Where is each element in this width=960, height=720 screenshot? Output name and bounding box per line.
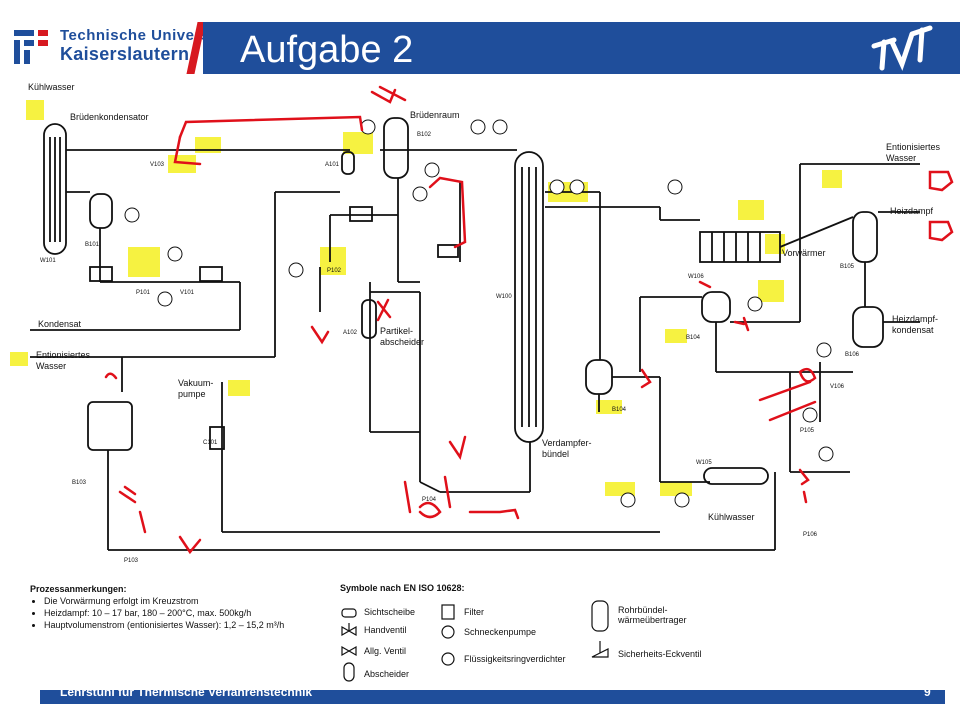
pid-drawing — [10, 85, 954, 555]
label-kuehlwasser-bottom: Kühlwasser — [708, 512, 755, 522]
label-v101: V101 — [180, 290, 195, 296]
remark-item: Die Vorwärmung erfolgt im Kreuzstrom — [44, 595, 330, 607]
label-vorwaermer: Vorwärmer — [782, 248, 826, 258]
instrument-bubbles — [124, 119, 834, 508]
label-b105: B105 — [840, 264, 855, 270]
label-c101: C101 — [203, 440, 218, 446]
university-name-line2: Kaiserslautern — [60, 44, 190, 64]
red-annotations — [104, 85, 954, 555]
symbol-legend: Symbole nach EN ISO 10628: Sichtscheibe … — [340, 583, 740, 693]
fluessigkeitsringverdichter-icon — [441, 652, 455, 666]
legend-allg-ventil: Allg. Ventil — [364, 646, 407, 656]
page-number: 9 — [924, 685, 931, 699]
label-v103: V103 — [150, 162, 165, 168]
label-a102: A102 — [343, 330, 358, 336]
label-w100: W100 — [496, 294, 512, 300]
ventil-icon — [341, 645, 357, 657]
label-p104: P104 — [422, 497, 437, 503]
title-bar — [203, 22, 960, 74]
abscheider-icon — [343, 662, 355, 682]
label-v106: V106 — [830, 384, 845, 390]
footer-bar — [40, 690, 945, 704]
label-vakuumpumpe: Vakuum- pumpe — [178, 378, 214, 399]
sicherheitsventil-icon — [591, 641, 609, 658]
label-b104-mid: B104 — [612, 407, 627, 413]
legend-filter: Filter — [464, 607, 484, 617]
symbol-legend-title: Symbole nach EN ISO 10628: — [340, 583, 465, 593]
b103-tank — [87, 401, 133, 451]
legend-abscheider: Abscheider — [364, 669, 410, 679]
page-title: Aufgabe 2 — [240, 29, 414, 71]
label-b101: B101 — [85, 242, 100, 248]
filter-icon — [441, 604, 455, 620]
yellow-highlights — [10, 100, 842, 496]
label-bruedenkondensator: Brüdenkondensator — [70, 112, 149, 122]
legend-schneckenpumpe: Schneckenpumpe — [464, 627, 537, 637]
sichtscheibe-icon — [341, 608, 357, 618]
remarks-title: Prozessanmerkungen: — [30, 584, 127, 594]
label-w101: W101 — [40, 258, 56, 264]
label-entionisiertes-wasser-right: Entionisiertes Wasser — [886, 142, 941, 163]
label-p105: P105 — [800, 428, 815, 434]
label-b102: B102 — [417, 132, 432, 138]
label-partikelabscheider: Partikel- abscheider — [380, 326, 425, 347]
label-p102: P102 — [327, 268, 342, 274]
w105-exchanger — [703, 467, 769, 485]
university-name-line1: Technische Universität — [60, 27, 235, 44]
header: Technische Universität Kaiserslautern Au… — [0, 0, 960, 82]
label-p106: P106 — [803, 532, 818, 538]
schneckenpumpe-icon — [441, 625, 455, 639]
legend-rohrbuendel: Rohrbündel- wärmeübertrager — [618, 605, 687, 625]
label-p101: P101 — [136, 290, 151, 296]
label-kuehlwasser-top: Kühlwasser — [28, 82, 75, 92]
label-w105: W105 — [696, 460, 712, 466]
legend-sichtscheibe: Sichtscheibe — [364, 607, 416, 617]
remark-item: Hauptvolumenstrom (entionisiertes Wasser… — [44, 619, 330, 631]
label-kondensat: Kondensat — [38, 319, 82, 329]
process-lines — [30, 117, 920, 551]
remarks-list: Die Vorwärmung erfolgt im Kreuzstrom Hei… — [30, 595, 330, 631]
label-b106: B106 — [845, 352, 860, 358]
label-verdampferbuendel: Verdampfer- bündel — [542, 438, 592, 459]
tuk-emblem-icon — [14, 30, 48, 64]
label-b103: B103 — [72, 480, 87, 486]
process-remarks: Prozessanmerkungen: Die Vorwärmung erfol… — [30, 583, 330, 631]
legend-sicherheits-eckventil: Sicherheits-Eckventil — [618, 649, 702, 659]
label-entionisiertes-wasser-left: Entionisiertes Wasser — [36, 350, 91, 371]
university-logo — [10, 22, 190, 78]
legend-handventil: Handventil — [364, 625, 407, 635]
legend-symbols — [341, 600, 609, 682]
rohrbuendel-icon — [591, 600, 609, 632]
label-heizdampfkondensat: Heizdampf- kondensat — [892, 314, 939, 335]
legend-fluessigkeitsringverdichter: Flüssigkeitsringverdichter — [464, 654, 566, 664]
label-p103: P103 — [124, 558, 139, 564]
remark-item: Heizdampf: 10 – 17 bar, 180 – 200°C, max… — [44, 607, 330, 619]
label-w106: W106 — [688, 274, 704, 280]
handventil-icon — [341, 623, 357, 637]
label-heizdampf: Heizdampf — [890, 206, 934, 216]
process-flow-diagram: Kühlwasser Brüdenkondensator Brüdenraum … — [0, 82, 960, 570]
label-a101: A101 — [325, 162, 340, 168]
bruedenkondensator-vessel — [43, 123, 67, 255]
verdampfer-w100 — [514, 151, 544, 443]
bruedenraum-vessel — [383, 117, 409, 179]
label-b104-right: B104 — [686, 335, 701, 341]
tvt-logo-icon — [871, 25, 933, 71]
footer-text: Lehrstuhl für Thermische Verfahrenstechn… — [60, 685, 313, 699]
footer: Lehrstuhl für Thermische Verfahrenstechn… — [0, 685, 960, 720]
label-bruedenraum: Brüdenraum — [410, 110, 460, 120]
